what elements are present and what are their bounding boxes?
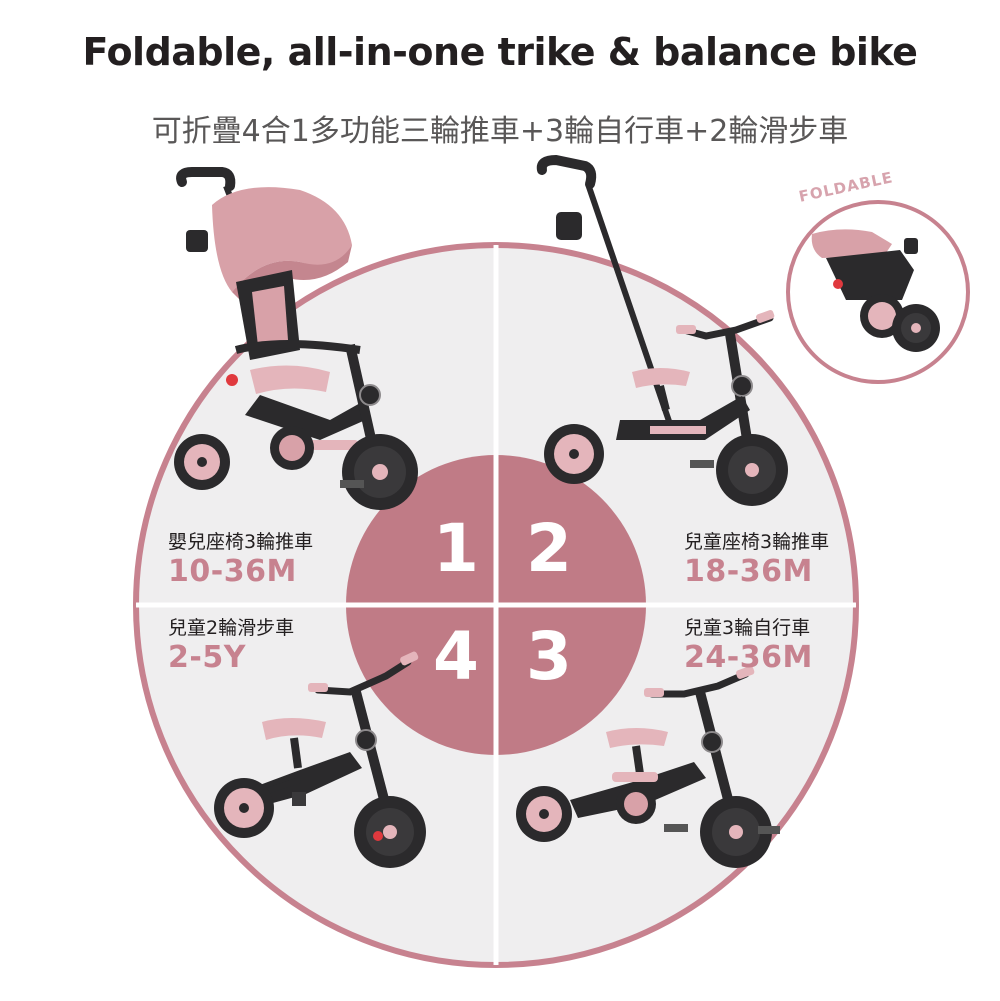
- pushbar-trike-image: [536, 154, 788, 506]
- page-title: Foldable, all-in-one trike & balance bik…: [82, 30, 918, 74]
- stroller-trike-with-canopy-image: [174, 167, 418, 510]
- mode-name: 嬰兒座椅3輪推車: [168, 531, 314, 553]
- mode-name: 兒童座椅3輪推車: [684, 531, 830, 553]
- mode-label-2: 兒童座椅3輪推車 18-36M: [684, 530, 829, 590]
- mode-number-1: 1: [433, 510, 479, 587]
- mode-number-4: 4: [433, 618, 479, 695]
- balance-bike-image: [214, 651, 426, 868]
- mode-age: 18-36M: [684, 554, 813, 589]
- foldable-inset: [786, 200, 970, 384]
- tricycle-image: [516, 666, 780, 868]
- mode-age: 10-36M: [168, 554, 297, 589]
- mode-label-4: 兒童2輪滑步車 2-5Y: [168, 616, 294, 676]
- mode-name: 兒童3輪自行車: [684, 617, 811, 639]
- mode-age: 2-5Y: [168, 640, 246, 675]
- mode-name: 兒童2輪滑步車: [168, 617, 295, 639]
- mode-age: 24-36M: [684, 640, 813, 675]
- mode-label-1: 嬰兒座椅3輪推車 10-36M: [168, 530, 313, 590]
- mode-number-3: 3: [526, 618, 572, 695]
- mode-label-3: 兒童3輪自行車 24-36M: [684, 616, 813, 676]
- mode-number-2: 2: [526, 510, 572, 587]
- page-subtitle: 可折疊4合1多功能三輪推車+3輪自行車+2輪滑步車: [151, 114, 849, 149]
